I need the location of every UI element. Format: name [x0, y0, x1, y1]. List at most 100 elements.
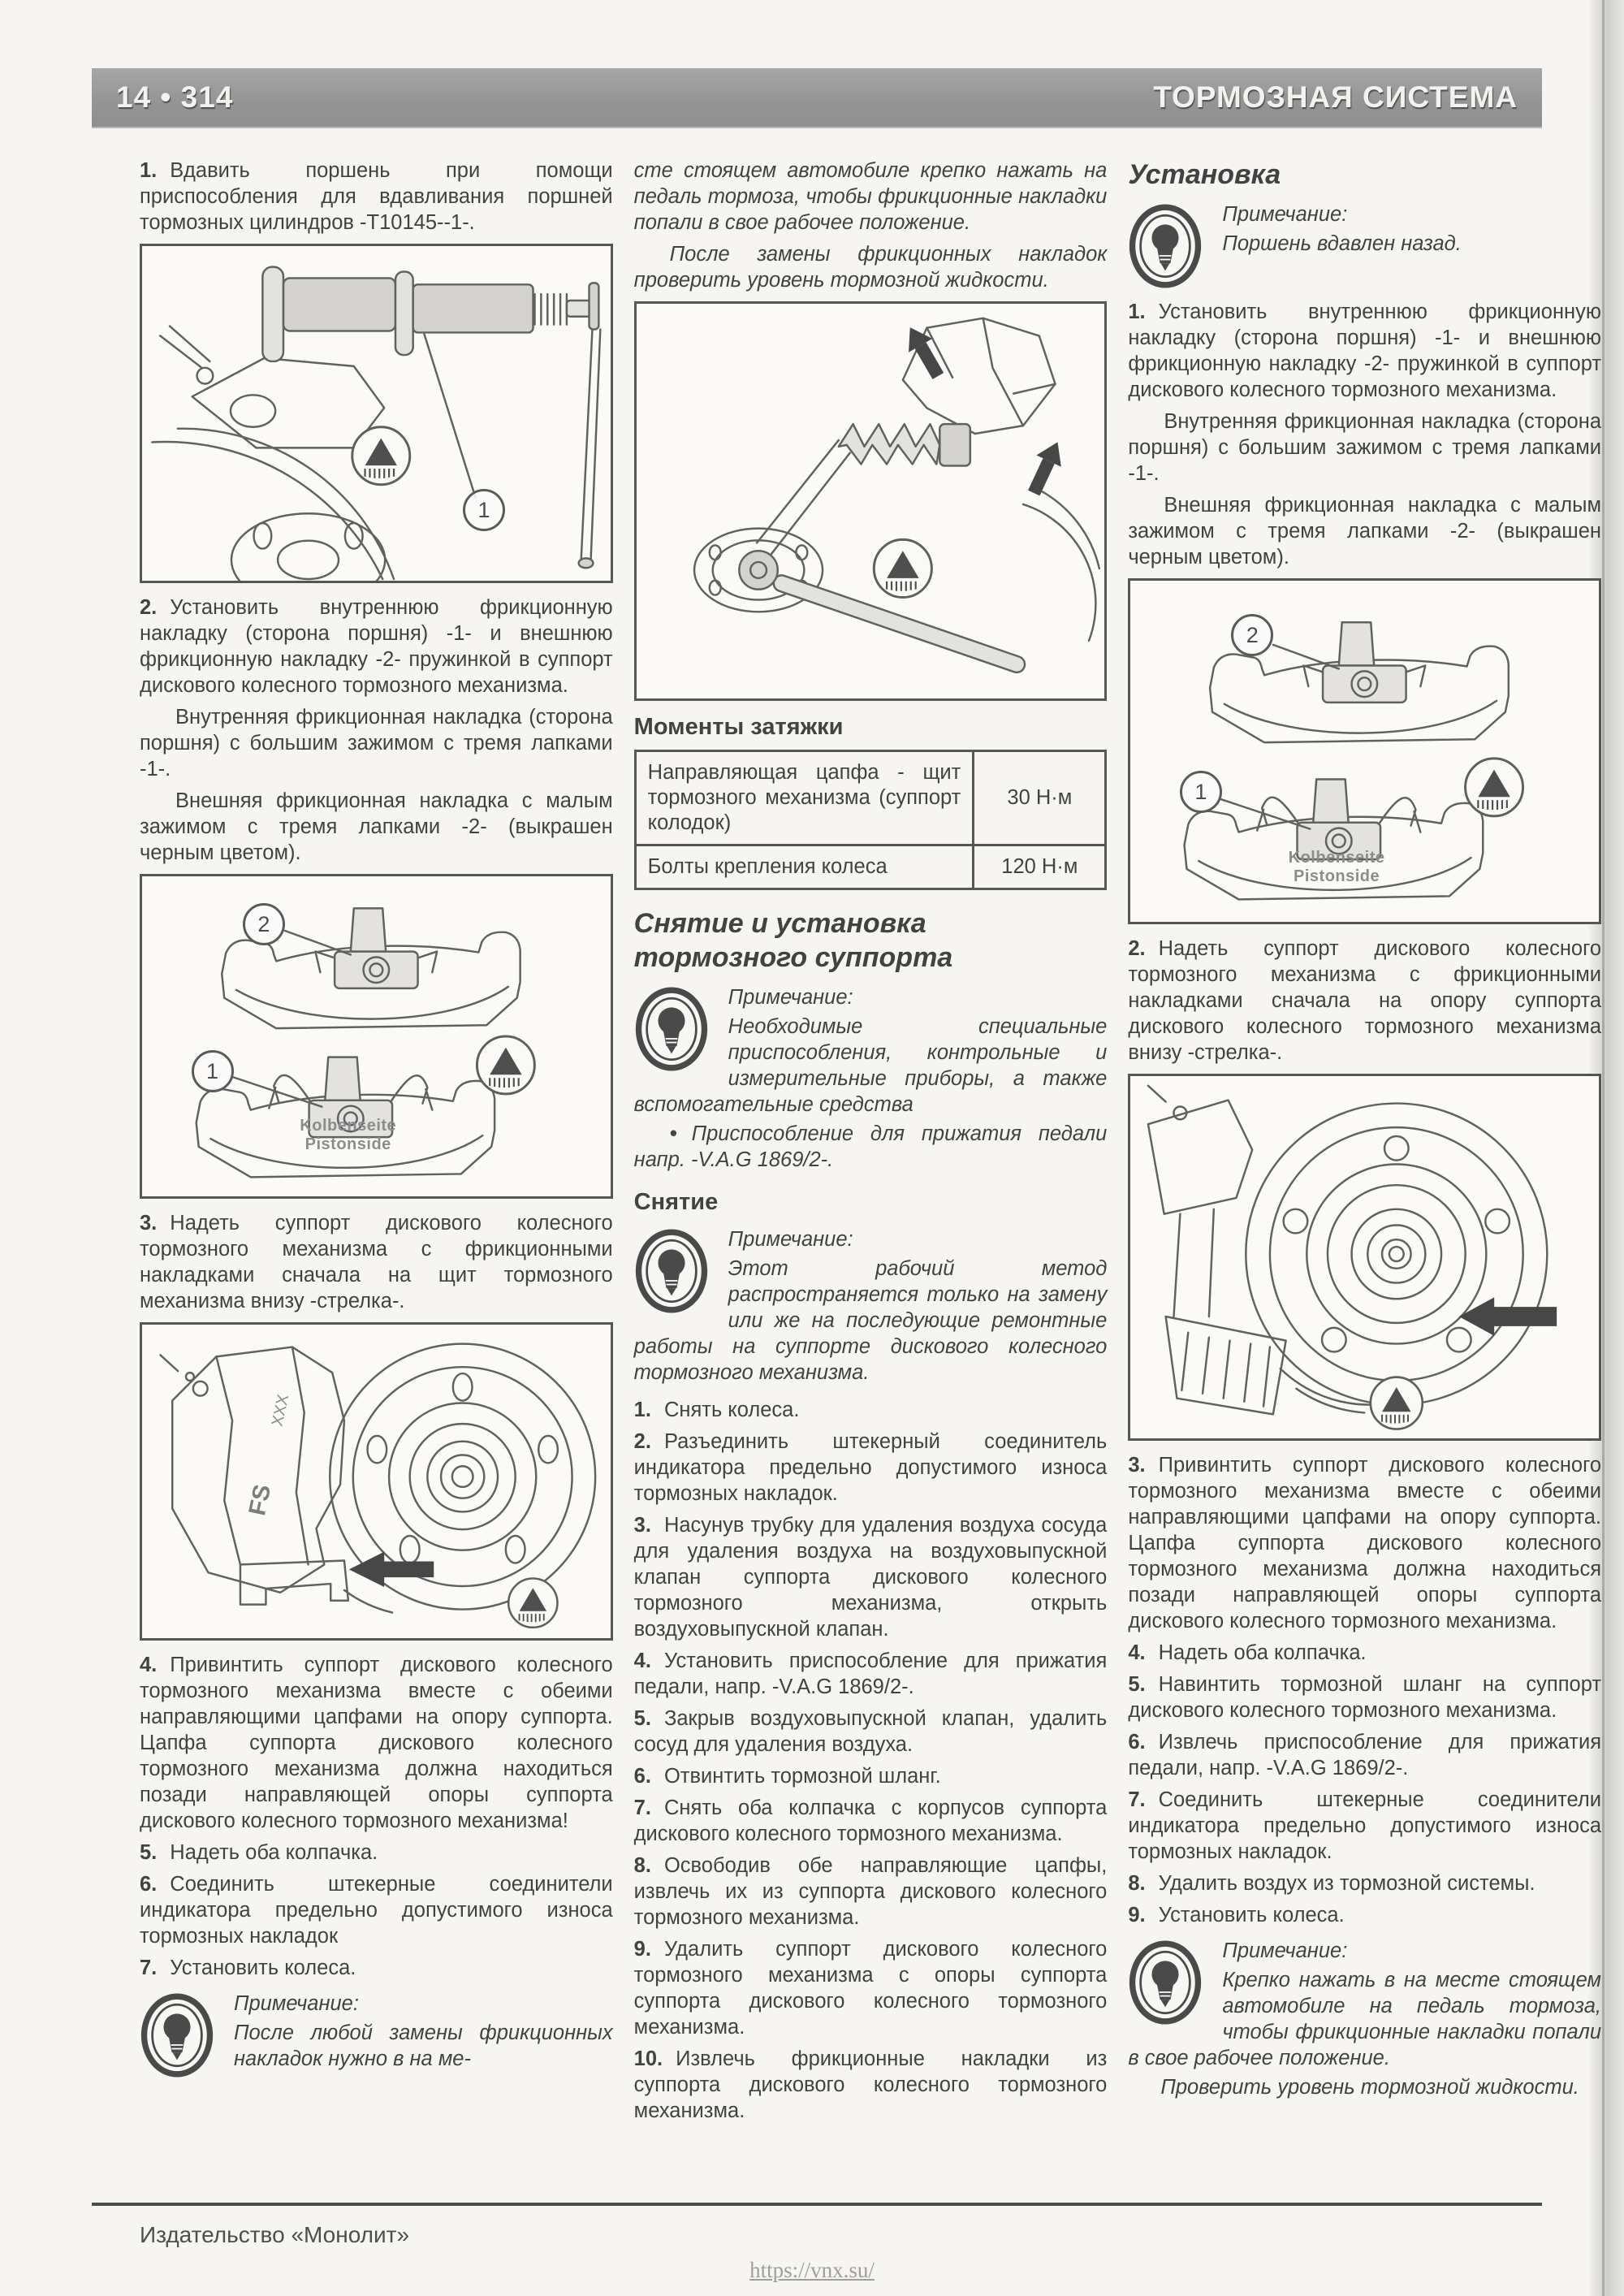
note-text: После любой замены фрикционных накладок … [234, 2021, 613, 2070]
figure-brake-pads-install: 2 1 Kolbenseite Pistonside [1128, 578, 1602, 924]
step-paragraph: 4.Надеть оба колпачка. [1128, 1640, 1601, 1666]
step-paragraph: 3.Надеть суппорт дискового колесного тор… [140, 1210, 613, 1314]
table-row: Направляющая цапфа - щит тормозного меха… [633, 750, 1108, 846]
column-middle: сте стоящем автомобиле крепко нажать на … [633, 158, 1108, 2130]
torque-item-value: 30 Н·м [972, 750, 1108, 846]
step-number: 3. [140, 1212, 158, 1234]
step-text: Удалить суппорт дискового колесного торм… [633, 1938, 1108, 2039]
step-paragraph: 9.Установить колеса. [1128, 1902, 1601, 1928]
lightbulb-icon [140, 1993, 214, 2078]
step-text: Надеть оба колпачка. [170, 1841, 378, 1864]
note-label: Примечание: [728, 1228, 853, 1251]
hub-carrier-illustration [1147, 1084, 1557, 1430]
note-label: Примечание: [728, 986, 853, 1009]
direction-arrow [1459, 1297, 1557, 1336]
page-content: 1. Вдавить поршень при помощи приспособле… [140, 158, 1602, 2130]
step-text: Снять оба колпачка с корпусов суппорта д… [633, 1797, 1108, 1845]
step-number: 3. [1128, 1454, 1146, 1477]
step-text: Извлечь фрикционные накладки из суппорта… [633, 2047, 1108, 2122]
chapter-title: ТОРМОЗНАЯ СИСТЕМА [1153, 80, 1518, 114]
step-paragraph: 6.Отвинтить тормозной шланг. [634, 1763, 1108, 1789]
step-paragraph: 7.Установить колеса. [140, 1955, 613, 1981]
step-number: 2. [1128, 937, 1146, 960]
step-paragraph: 5. Надеть оба колпачка. [140, 1840, 613, 1866]
note-continuation: сте стоящем автомобиле крепко нажать на … [633, 159, 1108, 234]
step-paragraph: 6.Извлечь приспособление для прижатия пе… [1128, 1729, 1601, 1781]
note-text: Проверить уровень тормозной жидкости. [1160, 2076, 1579, 2099]
step-paragraph: 2.Установить внутреннюю фрикционную накл… [140, 595, 613, 698]
torque-heading: Моменты затяжки [633, 714, 844, 740]
direction-arrow [908, 327, 944, 379]
step-number: 7. [633, 1797, 651, 1819]
publisher-credit: Издательство «Монолит» [140, 2222, 410, 2247]
step-number: 5. [140, 1841, 158, 1864]
step-text: Привинтить суппорт дискового колесного т… [1128, 1454, 1602, 1632]
footer-divider [92, 2203, 1542, 2206]
step-paragraph: 5.Навинтить тормозной шланг на суппорт д… [1128, 1671, 1601, 1723]
step-number: 5. [633, 1707, 651, 1730]
step-text: Вдавить поршень при помощи приспособлени… [140, 159, 613, 234]
axle-ratchet-illustration [693, 317, 1100, 674]
pad-inscription: Kolbenseite Pistonside [300, 1117, 396, 1154]
step-number: 4. [140, 1654, 158, 1676]
body-paragraph: Внешняя фрикционная накладка с малым заж… [1128, 494, 1602, 569]
step-number: 7. [1128, 1788, 1146, 1811]
publisher-watermark-icon [1464, 757, 1525, 818]
body-paragraph: Внутренняя фрикционная накладка (сторона… [1128, 410, 1602, 485]
direction-arrow [348, 1551, 434, 1587]
step-number: 4. [633, 1650, 651, 1672]
note-label: Примечание: [1222, 1939, 1348, 1962]
figure-callout-1: 1 [462, 489, 505, 532]
step-text: Надеть оба колпачка. [1158, 1641, 1367, 1664]
step-number: 6. [140, 1873, 158, 1896]
step-text: Установить внутреннюю фрикционную наклад… [140, 596, 613, 697]
step-text: Снять колеса. [663, 1399, 800, 1421]
step-text: Извлечь приспособление для прижатия педа… [1128, 1731, 1602, 1779]
pad-inscription-line2: Pistonside [1294, 867, 1380, 885]
note-text: Поршень вдавлен назад. [1222, 232, 1462, 255]
note-text: Крепко нажать в на месте стоящем автомоб… [1128, 1969, 1602, 2069]
step-paragraph: 2.Надеть суппорт дискового колесного тор… [1128, 936, 1601, 1066]
note-block: Примечание: После любой замены фрикционн… [140, 1991, 613, 2080]
step-number: 9. [633, 1938, 651, 1961]
step-paragraph: 5.Закрыв воздуховыпускной клапан, удалит… [634, 1706, 1108, 1758]
figure-callout-1: 1 [191, 1050, 234, 1093]
step-paragraph: 7.Снять оба колпачка с корпусов суппорта… [634, 1795, 1108, 1847]
torque-item-name: Болты крепления колеса [633, 844, 975, 890]
direction-arrow [1027, 442, 1061, 496]
caliper-disc-illustration: FS XXX [159, 1343, 597, 1629]
publisher-watermark-icon [1369, 1376, 1424, 1430]
note-block: Примечание: Крепко нажать в на месте сто… [1128, 1938, 1601, 2104]
site-link[interactable]: https://vnx.su/ [749, 2258, 875, 2282]
step-paragraph: 4.Установить приспособление для прижатия… [634, 1648, 1108, 1700]
step-number: 8. [1128, 1872, 1146, 1895]
step-text: Разъединить штекерный соединитель индика… [633, 1430, 1108, 1505]
figure-hub-carrier-disc [1128, 1074, 1602, 1441]
step-text: Удалить воздух из тормозной системы. [1158, 1872, 1535, 1895]
subsection-heading: Снятие [633, 1189, 719, 1215]
note-text: Необходимые специальные приспособления, … [633, 1015, 1108, 1116]
note-label: Примечание: [1222, 203, 1348, 226]
step-text: Насунув трубку для удаления воздуха сосу… [633, 1514, 1108, 1641]
step-paragraph: 1.Снять колеса. [634, 1397, 1108, 1423]
step-paragraph: 6.Соединить штекерные соединители индика… [140, 1871, 613, 1949]
note-continuation: После замены фрикционных накладок провер… [633, 243, 1108, 292]
publisher-watermark-icon [507, 1577, 559, 1629]
pad-inscription-line2: Pistonside [304, 1135, 391, 1154]
step-number: 6. [633, 1765, 651, 1788]
step-text: Установить приспособление для прижатия п… [633, 1650, 1108, 1698]
brake-pads-illustration [1183, 621, 1525, 901]
step-text: Привинтить суппорт дискового колесного т… [140, 1654, 613, 1832]
step-paragraph: 2.Разъединить штекерный соединитель инди… [634, 1429, 1108, 1507]
column-right: Установка Примечание: Поршень вдавлен на… [1128, 158, 1602, 2130]
torque-table: Направляющая цапфа - щит тормозного меха… [633, 750, 1108, 890]
step-paragraph: 10.Извлечь фрикционные накладки из суппо… [634, 2046, 1108, 2124]
note-text: Этот рабочий метод распространяется толь… [633, 1257, 1108, 1384]
piston-press-illustration [151, 266, 602, 581]
step-number: 6. [1128, 1731, 1146, 1753]
step-text: Надеть суппорт дискового колесного тормо… [1128, 937, 1602, 1064]
step-number: 1. [1128, 301, 1146, 323]
step-paragraph: 3.Привинтить суппорт дискового колесного… [1128, 1452, 1601, 1634]
step-number: 7. [140, 1957, 158, 1979]
page-header-bar: 14 • 314 ТОРМОЗНАЯ СИСТЕМА [92, 68, 1542, 127]
